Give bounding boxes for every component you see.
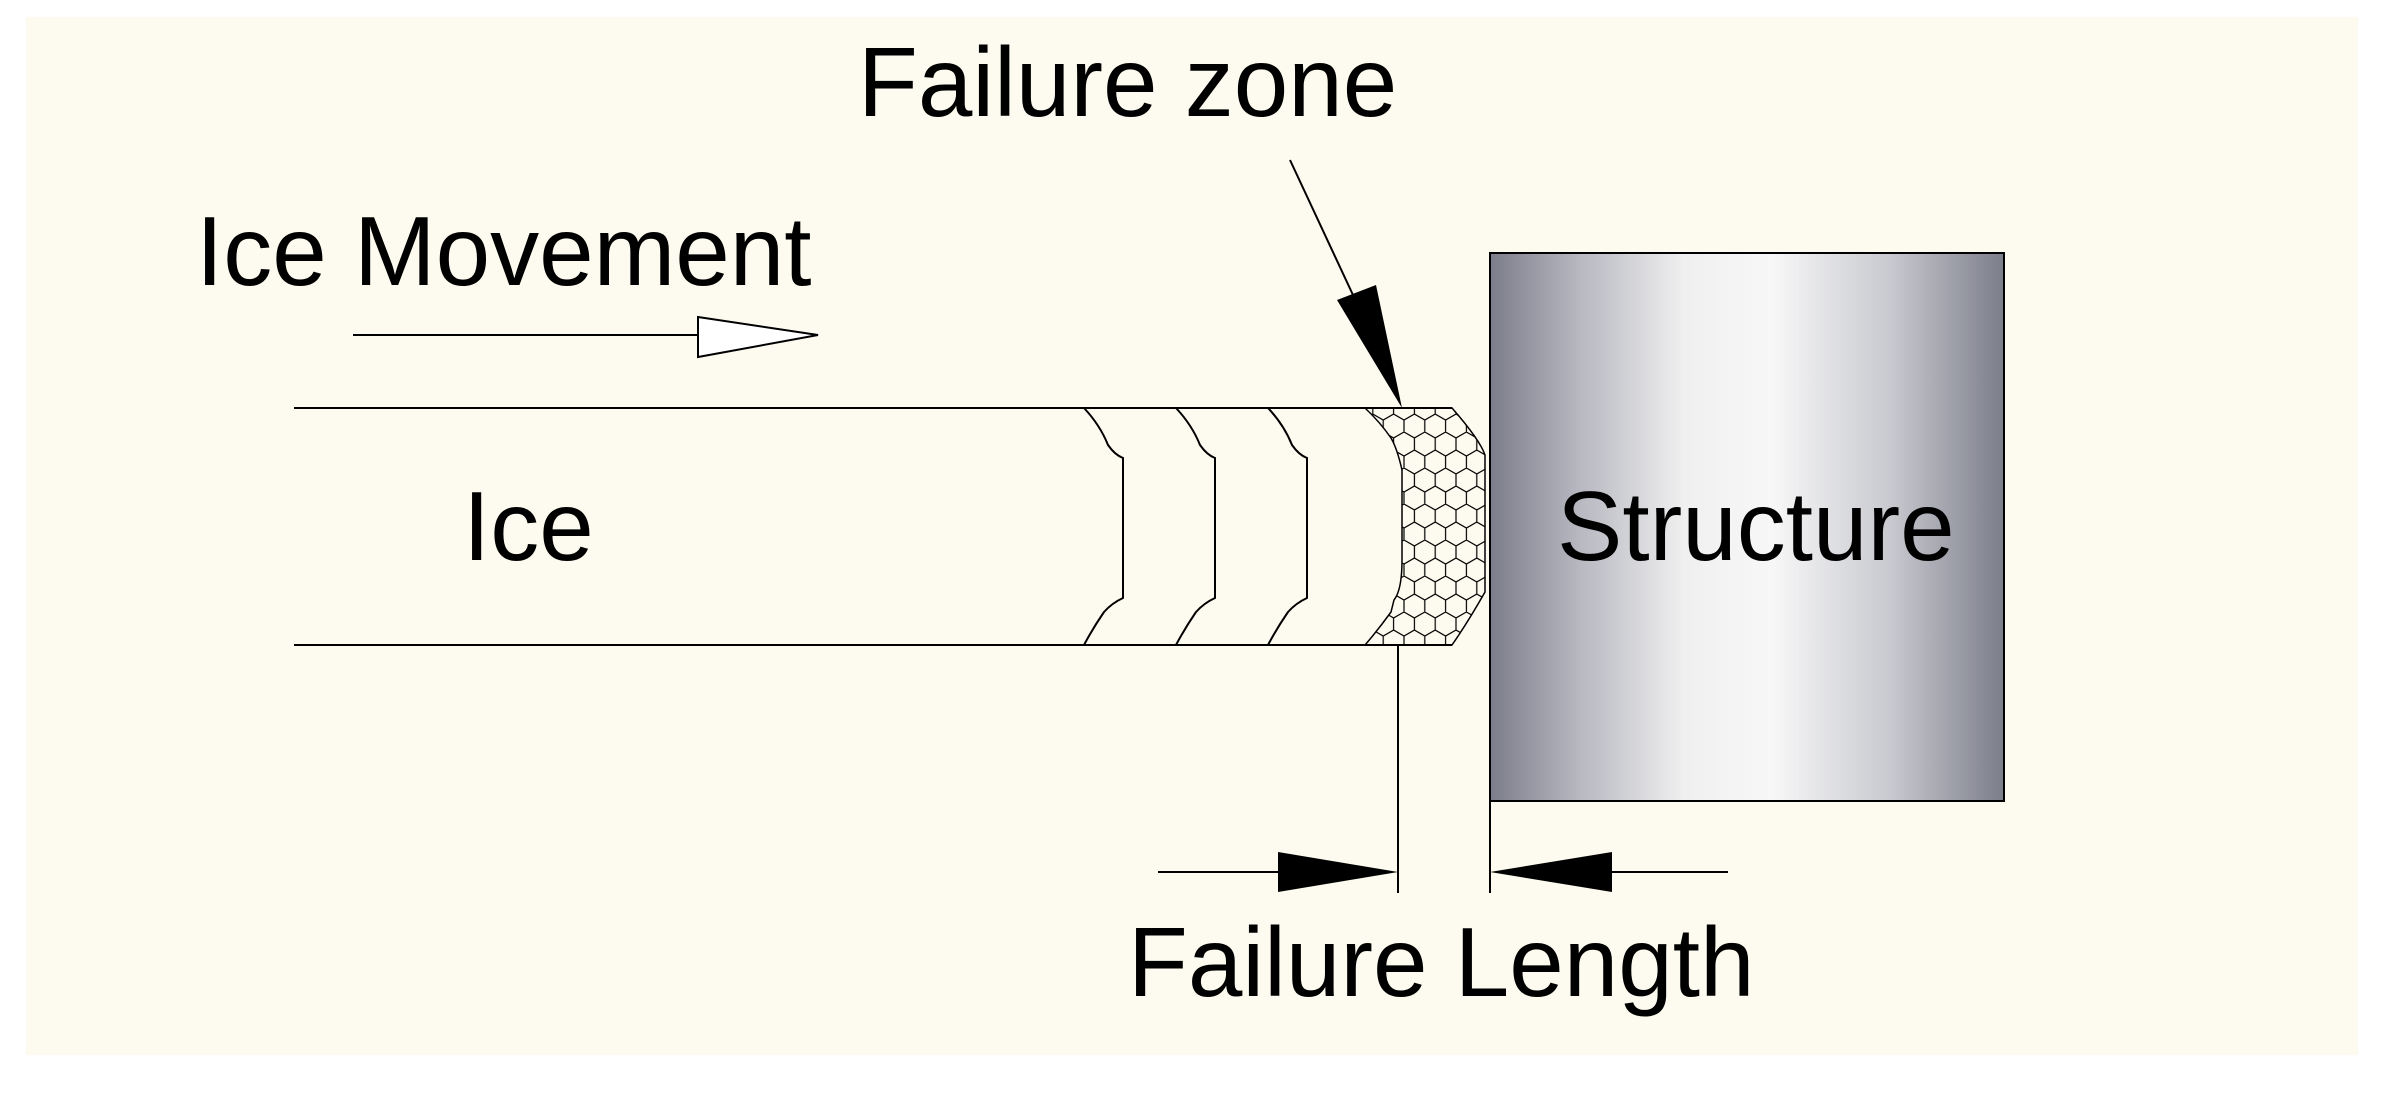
ice-crack-line — [1175, 407, 1216, 646]
structure-label: Structure — [1557, 471, 1955, 581]
canvas-background — [26, 17, 2358, 1055]
failure-zone-pointer-line — [1289, 159, 1361, 311]
structure-block — [1489, 252, 2005, 802]
ice-label: Ice — [463, 471, 594, 581]
ice-crack-line — [1083, 407, 1124, 646]
failure-zone-label: Failure zone — [858, 27, 1397, 137]
ice-movement-arrowhead — [697, 315, 819, 359]
failure-zone-pointer-arrowhead — [1337, 285, 1402, 408]
ice-sheet — [294, 407, 1452, 646]
ice-movement-label: Ice Movement — [196, 196, 811, 306]
ice-crack-line — [1267, 407, 1308, 646]
dimension-arrowhead-left — [1278, 852, 1398, 892]
failure-length-label: Failure Length — [1128, 907, 1755, 1017]
dimension-arrowhead-right — [1490, 852, 1612, 892]
failure-length-dimension — [1158, 645, 1728, 893]
